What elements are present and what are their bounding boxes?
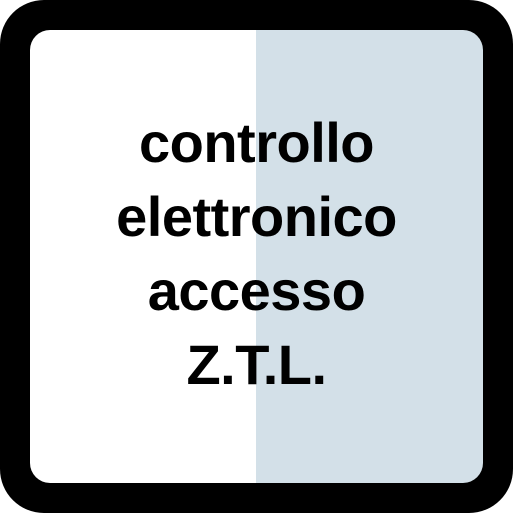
sign-line-2: elettronico (116, 184, 397, 248)
sign-text: controllo elettronico accesso Z.T.L. (30, 30, 483, 483)
sign-panel-left-half (30, 30, 256, 483)
sign-line-4: Z.T.L. (186, 332, 327, 396)
sign-panel (30, 30, 483, 483)
sign-panel-right-half (256, 30, 483, 483)
sign-line-3: accesso (147, 258, 366, 322)
sign-line-1: controllo (138, 110, 375, 174)
